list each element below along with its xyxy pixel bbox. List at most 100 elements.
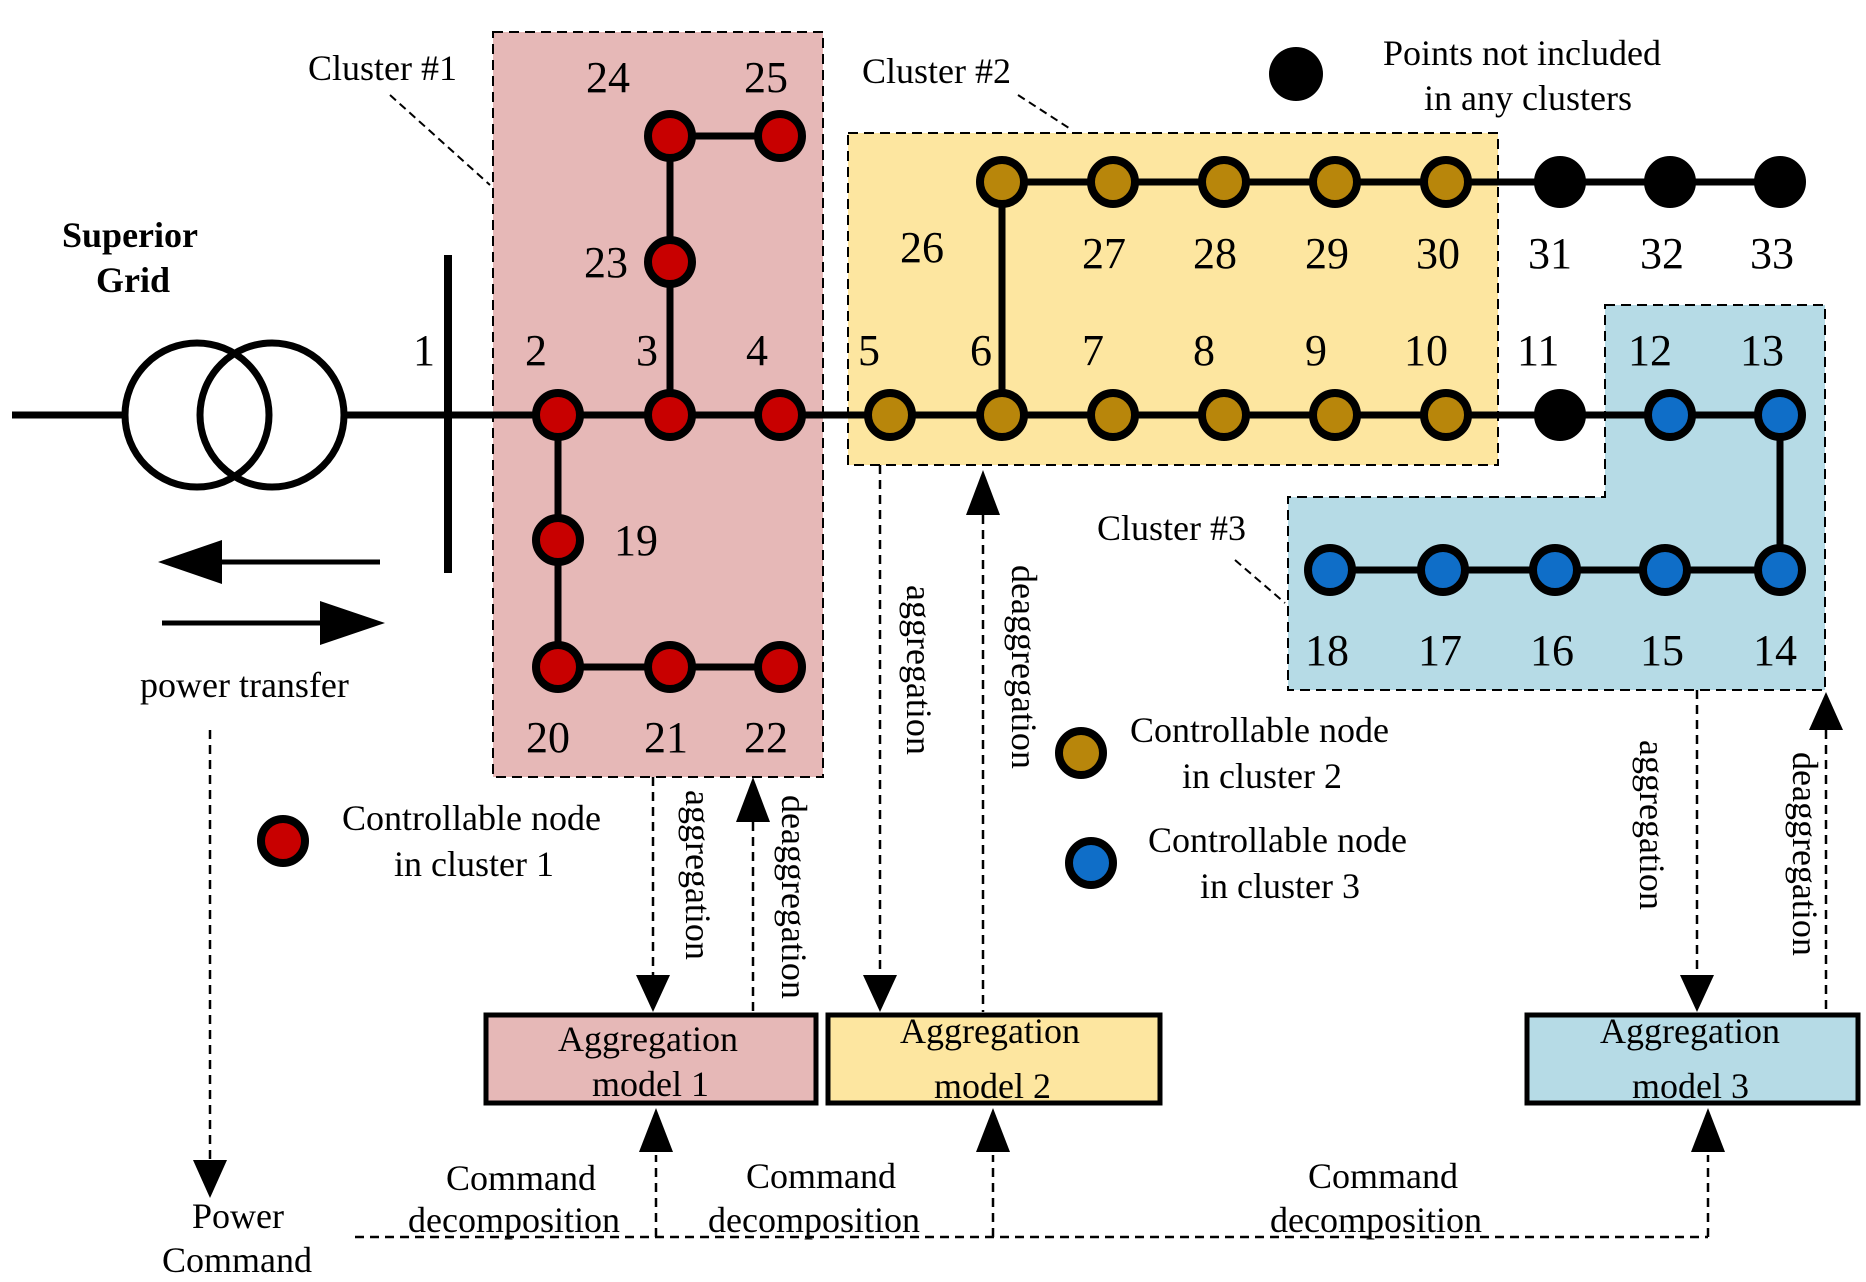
aggregation-model-2-line1: Aggregation: [900, 1011, 1080, 1051]
node-27: [1087, 156, 1139, 208]
node-24: [644, 110, 696, 162]
node-31: [1534, 156, 1586, 208]
label-node-21: 21: [644, 713, 688, 762]
arrowhead-left: [158, 540, 222, 584]
command-decomposition-2-line2: decomposition: [708, 1200, 920, 1240]
aggregation-model-3-box: [1524, 1012, 1861, 1106]
power-transfer-label: power transfer: [140, 665, 349, 705]
transformer-winding-left: [121, 339, 273, 491]
legend-cluster3-line2: in cluster 3: [1200, 866, 1360, 906]
label-node-17: 17: [1418, 626, 1462, 675]
aggregation-model-3-line2: model 3: [1632, 1066, 1749, 1106]
aggregation-label-1: aggregation: [678, 790, 718, 960]
label-node-12: 12: [1628, 326, 1672, 375]
arrow-deagg2-up: [966, 470, 1000, 515]
arrow-deagg3-up: [1809, 692, 1843, 730]
node-12: [1644, 389, 1696, 441]
label-node-5: 5: [858, 326, 880, 375]
command-decomposition-3-line1: Command: [1308, 1156, 1458, 1196]
label-bus-1: 1: [413, 326, 435, 375]
arrow-power-command-down: [193, 1160, 227, 1198]
legend-unclustered-line2: in any clusters: [1424, 78, 1632, 118]
node-32: [1644, 156, 1696, 208]
cluster-2-nodes: [864, 156, 1472, 441]
label-node-2: 2: [525, 326, 547, 375]
node-3: [644, 389, 696, 441]
legend-cluster1-line1: Controllable node: [342, 798, 601, 838]
node-5: [864, 389, 916, 441]
node-7: [1087, 389, 1139, 441]
deaggregation-label-3: deaggregation: [1785, 752, 1825, 956]
label-node-3: 3: [636, 326, 658, 375]
deaggregation-label-2: deaggregation: [1004, 565, 1044, 769]
cluster-1-nodes: [532, 110, 806, 693]
label-node-8: 8: [1193, 326, 1215, 375]
node-17: [1417, 544, 1469, 596]
aggregation-model-1-line1: Aggregation: [558, 1019, 738, 1059]
legend-cluster2-line2: in cluster 2: [1182, 756, 1342, 796]
legend-cluster1-icon: [257, 815, 309, 867]
label-node-13: 13: [1740, 326, 1784, 375]
label-node-16: 16: [1530, 626, 1574, 675]
legend-cluster2-line1: Controllable node: [1130, 710, 1389, 750]
aggregation-label-2: aggregation: [899, 585, 939, 755]
aggregation-model-3-line1: Aggregation: [1600, 1011, 1780, 1051]
node-11: [1534, 389, 1586, 441]
aggregation-label-3: aggregation: [1632, 740, 1672, 910]
flow-arrowheads: [193, 470, 1843, 1198]
label-node-7: 7: [1082, 326, 1104, 375]
node-20: [532, 641, 584, 693]
cluster-3-leader: [1234, 559, 1286, 604]
legend-cluster3-line1: Controllable node: [1148, 820, 1407, 860]
label-node-4: 4: [746, 326, 768, 375]
label-node-9: 9: [1305, 326, 1327, 375]
node-10: [1420, 389, 1472, 441]
cluster-3-label: Cluster #3: [1097, 508, 1246, 548]
node-25: [754, 110, 806, 162]
cluster-1-label: Cluster #1: [308, 48, 457, 88]
node-29: [1309, 156, 1361, 208]
label-node-33: 33: [1750, 229, 1794, 278]
legend-cluster1-line2: in cluster 1: [394, 844, 554, 884]
arrow-agg3-down: [1680, 975, 1714, 1012]
label-node-28: 28: [1193, 229, 1237, 278]
command-decomposition-3-line2: decomposition: [1270, 1200, 1482, 1240]
unclustered-nodes: [1534, 156, 1806, 441]
node-9: [1309, 389, 1361, 441]
arrow-agg1-down: [636, 975, 670, 1012]
legend-cluster3-icon: [1065, 837, 1117, 889]
node-23: [644, 236, 696, 288]
label-node-18: 18: [1305, 626, 1349, 675]
label-node-31: 31: [1528, 229, 1572, 278]
node-4: [754, 389, 806, 441]
cluster-3-nodes: [1304, 389, 1806, 596]
command-decomposition-1-line2: decomposition: [408, 1200, 620, 1240]
label-node-14: 14: [1753, 626, 1797, 675]
cluster-2-label: Cluster #2: [862, 51, 1011, 91]
command-decomposition-1-line1: Command: [446, 1158, 596, 1198]
superior-grid-label-line2: Grid: [96, 260, 170, 300]
label-node-19: 19: [614, 516, 658, 565]
legend-unclustered-icon: [1269, 47, 1323, 101]
arrowhead-right: [320, 601, 385, 645]
label-node-11: 11: [1517, 326, 1559, 375]
node-2: [532, 389, 584, 441]
power-command-line1: Power: [192, 1196, 284, 1236]
node-8: [1198, 389, 1250, 441]
aggregation-model-2-box: [825, 1012, 1163, 1106]
label-node-15: 15: [1640, 626, 1684, 675]
aggregation-model-1-box: [483, 1012, 819, 1106]
node-33: [1754, 156, 1806, 208]
node-30: [1420, 156, 1472, 208]
label-node-30: 30: [1416, 229, 1460, 278]
cluster-2-region: [847, 132, 1499, 466]
flow-lines: [208, 465, 1828, 1239]
label-node-10: 10: [1404, 326, 1448, 375]
node-14: [1754, 544, 1806, 596]
arrow-cmd2-up: [976, 1108, 1010, 1152]
label-node-25: 25: [744, 53, 788, 102]
deaggregation-label-1: deaggregation: [774, 795, 814, 999]
node-19: [532, 514, 584, 566]
cluster-2-leader: [1017, 94, 1073, 131]
arrow-cmd1-up: [639, 1108, 673, 1152]
